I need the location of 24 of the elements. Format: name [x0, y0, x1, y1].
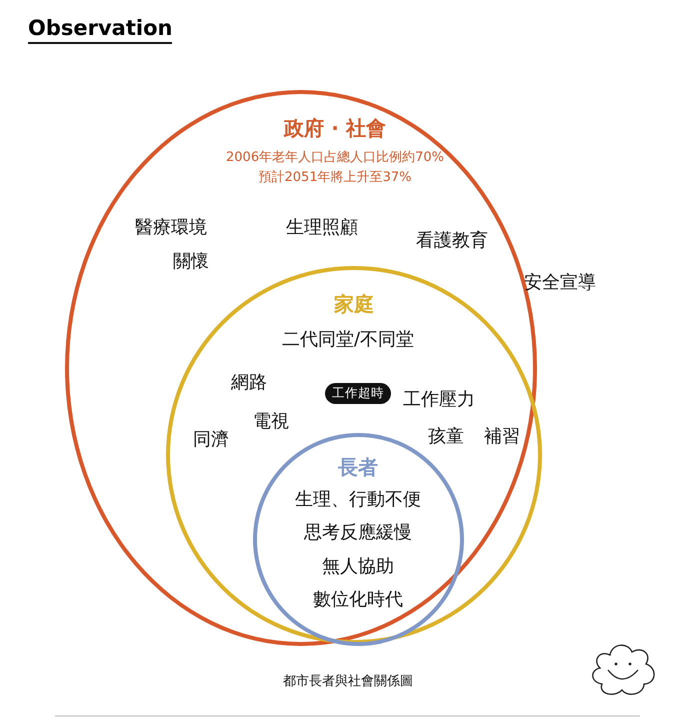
caption: 都市長者與社會關係圖: [283, 674, 413, 690]
title: Observation: [28, 16, 172, 44]
circle-heading: 長者: [338, 455, 378, 479]
statistic-text: 預計2051年將上升至37%: [258, 170, 412, 186]
factor-label: 二代同堂/不同堂: [282, 329, 414, 351]
issue-text: 數位化時代: [313, 589, 403, 611]
issue-text: 生理、行動不便: [295, 489, 421, 511]
highlight-tag: 工作超時: [325, 383, 391, 404]
factor-label: 孩童: [428, 426, 464, 448]
factor-label: 醫療環境: [135, 217, 207, 239]
factor-label: 關懷: [173, 251, 209, 273]
factor-label: 電視: [253, 411, 289, 433]
circle-heading: 家庭: [334, 292, 374, 316]
factor-label: 看護教育: [416, 230, 488, 252]
factor-label: 補習: [484, 426, 520, 448]
factor-label: 工作壓力: [403, 389, 475, 411]
issue-text: 無人協助: [322, 556, 394, 578]
factor-label: 網路: [231, 372, 267, 394]
statistic-text: 2006年老年人口占總人口比例約70%: [226, 150, 444, 166]
factor-label: 安全宣導: [524, 272, 596, 294]
factor-label: 生理照顧: [286, 217, 358, 239]
issue-text: 思考反應緩慢: [304, 522, 412, 544]
circle-heading: 政府 · 社會: [284, 116, 386, 140]
factor-label: 同濟: [193, 429, 229, 451]
